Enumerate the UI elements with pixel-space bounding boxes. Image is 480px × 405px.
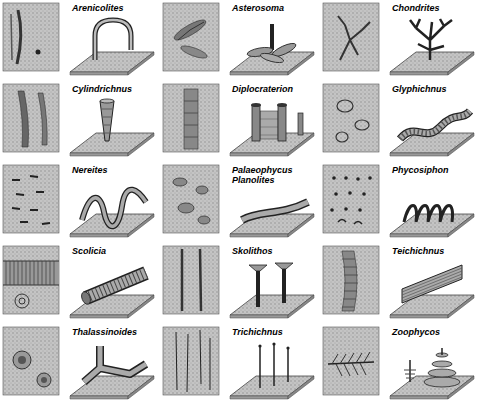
genus-label: Trichichnus xyxy=(232,327,283,337)
sediment-block xyxy=(230,295,314,318)
fossil-cell xyxy=(3,84,154,156)
photo-panel xyxy=(3,3,59,71)
fossil-cell xyxy=(323,165,474,237)
fossil-cell xyxy=(163,3,314,75)
photo-panel xyxy=(323,327,379,395)
photo-panel xyxy=(323,165,379,233)
photo-panel xyxy=(163,84,219,152)
genus-label: Skolithos xyxy=(232,246,273,256)
fossil-cell xyxy=(323,327,474,399)
genus-label: Palaeophycus xyxy=(232,165,293,175)
sediment-block xyxy=(390,214,474,237)
genus-label: Asterosoma xyxy=(232,3,284,13)
sediment-block xyxy=(230,52,314,75)
fossil-cell xyxy=(163,84,314,156)
photo-panel xyxy=(3,327,59,395)
genus-label: Scolicia xyxy=(72,246,106,256)
fossil-cell xyxy=(3,3,154,75)
genus-label: Chondrites xyxy=(392,3,440,13)
genus-label: Nereites xyxy=(72,165,108,175)
genus-label: Planolites xyxy=(232,175,275,185)
photo-panel xyxy=(3,165,59,233)
fossil-cell xyxy=(163,165,314,237)
genus-label: Cylindrichnus xyxy=(72,84,132,94)
fossil-cell xyxy=(3,246,154,318)
fossil-cell xyxy=(323,3,474,75)
genus-label: Glyphichnus xyxy=(392,84,447,94)
sediment-block xyxy=(70,133,154,156)
sediment-block xyxy=(390,376,474,399)
sediment-block xyxy=(230,376,314,399)
fossil-cell xyxy=(163,246,314,318)
genus-label: Teichichnus xyxy=(392,246,444,256)
photo-panel xyxy=(3,246,59,314)
photo-panel xyxy=(163,246,219,314)
genus-label: Arenicolites xyxy=(72,3,124,13)
fossil-cell xyxy=(3,327,154,399)
photo-panel xyxy=(163,3,219,71)
genus-label: Diplocraterion xyxy=(232,84,293,94)
fossil-cell xyxy=(163,327,314,399)
photo-panel xyxy=(163,327,219,395)
photo-panel xyxy=(3,84,59,152)
photo-panel xyxy=(323,84,379,152)
sediment-block xyxy=(70,52,154,75)
fossil-cell xyxy=(323,84,474,156)
fossil-cell xyxy=(323,246,474,318)
genus-label: Thalassinoides xyxy=(72,327,137,337)
sediment-block xyxy=(390,52,474,75)
genus-label: Phycosiphon xyxy=(392,165,449,175)
photo-panel xyxy=(323,3,379,71)
photo-panel xyxy=(323,246,379,314)
photo-panel xyxy=(163,165,219,233)
fossil-cell xyxy=(3,165,154,237)
genus-label: Zoophycos xyxy=(392,327,440,337)
